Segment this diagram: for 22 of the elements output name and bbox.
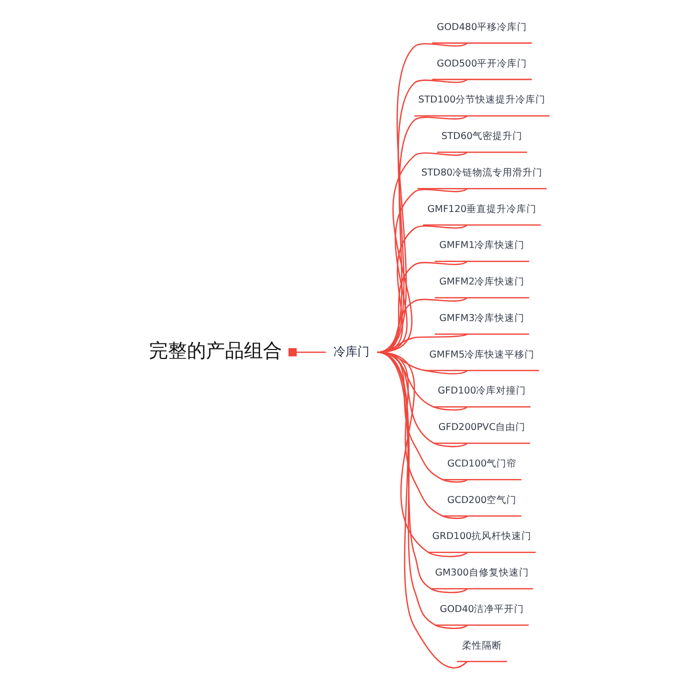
- node-text: GOD500平开冷库门: [436, 58, 528, 70]
- node-text: GOD40洁净平开门: [440, 604, 524, 615]
- node-text: 冷库门: [334, 344, 370, 358]
- node-text: GFD100冷库对撞门: [438, 386, 526, 397]
- node-text: GOD480平移冷库门: [436, 22, 528, 33]
- node-text: 完整的产品组合: [149, 341, 282, 362]
- node-text: GMFM1冷库快速门: [439, 240, 525, 252]
- node-text: GCD100气门帘: [447, 458, 517, 470]
- node-text: STD80冷链物流专用滑升门: [421, 167, 543, 178]
- node-text: GCD200空气门: [447, 494, 517, 506]
- node-text: GM300自修复快速门: [435, 568, 529, 579]
- node-text: GMFM2冷库快速门: [439, 276, 525, 288]
- connector: [377, 352, 468, 558]
- node-text: 柔性隔断: [462, 640, 502, 652]
- node-text: GFD200PVC自由门: [438, 422, 526, 434]
- node-text: STD60气密提升门: [441, 131, 523, 142]
- node-text: GMF120垂直提升冷库门: [427, 204, 537, 215]
- connector: [288, 348, 326, 356]
- node-text: GMFM5冷库快速平移门: [429, 349, 535, 360]
- node-text: STD100分节快速提升冷库门: [418, 94, 546, 106]
- node-text: GRD100抗风杆快速门: [432, 531, 532, 542]
- node-text: GMFM3冷库快速门: [439, 312, 525, 324]
